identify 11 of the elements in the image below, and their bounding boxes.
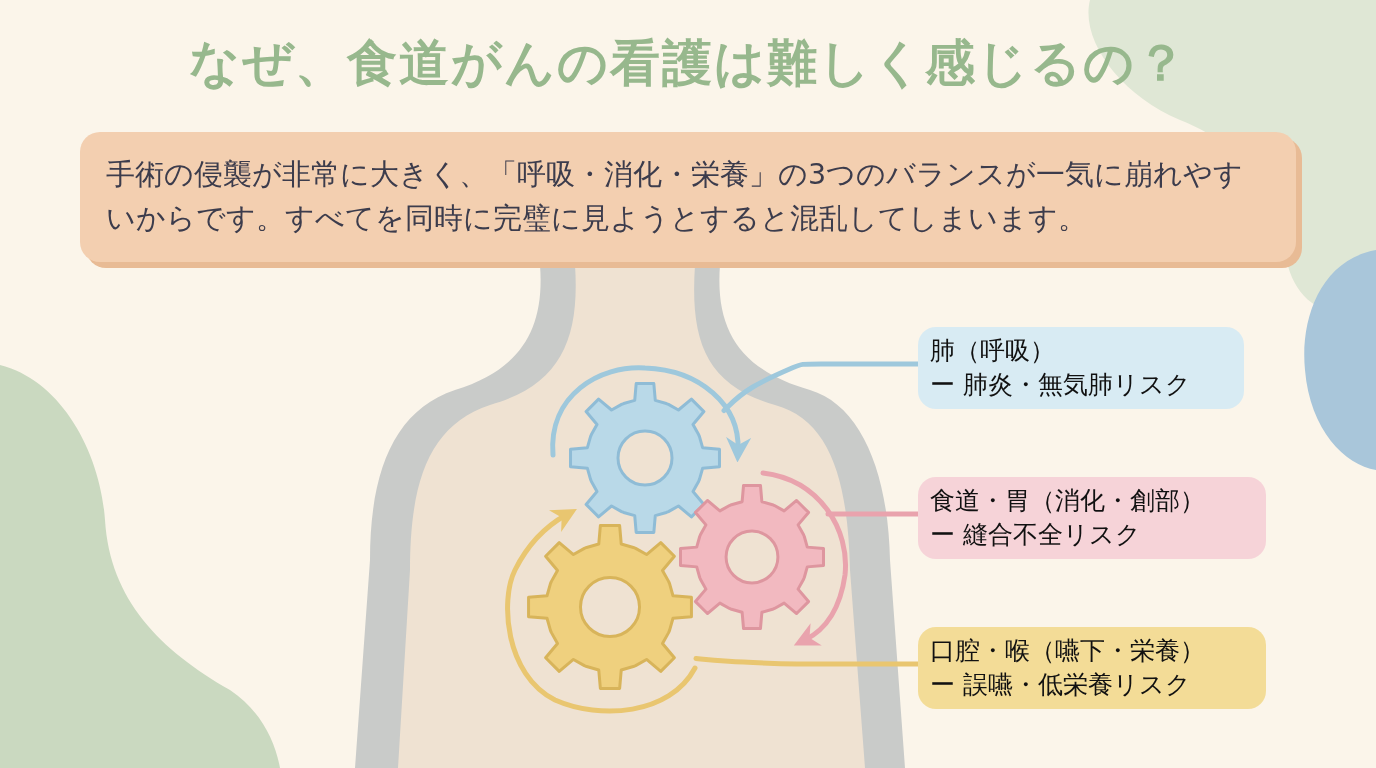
risk-text: ー 縫合不全リスク [930, 519, 1142, 551]
title: なぜ、食道がんの看護は難しく感じるの？ [187, 33, 1189, 94]
risk-text: ー 誤嚥・低栄養リスク [930, 669, 1192, 701]
organ-heading: 口腔・喉（嚥下・栄養） [930, 635, 1206, 668]
explanation-text: 手術の侵襲が非常に大きく、「呼吸・消化・栄養」の3つのバランスが一気に崩れやすいからです。すべてを同時に完璧に見ようとすると混乱してしまいます。 [106, 156, 1245, 237]
organ-heading: 食道・胃（消化・創部） [930, 485, 1206, 518]
risk-text: ー 肺炎・無気肺リスク [930, 369, 1192, 401]
organ-heading: 肺（呼吸） [930, 335, 1056, 368]
risk-label-box [918, 477, 1266, 559]
risk-label-box [918, 627, 1266, 709]
risk-label-box [918, 327, 1244, 409]
